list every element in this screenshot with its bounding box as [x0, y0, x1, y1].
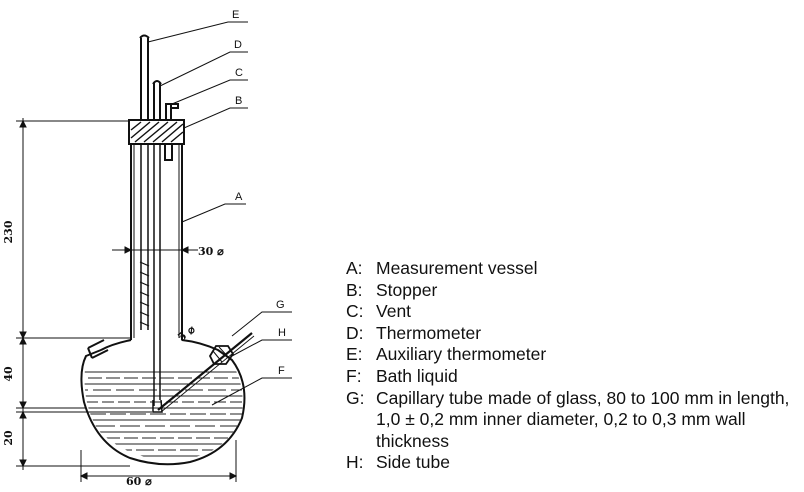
- legend-key: F:: [346, 365, 362, 386]
- legend-text: Thermometer: [376, 322, 482, 343]
- measurement-vessel: [80, 143, 246, 466]
- thermometer: [152, 80, 163, 413]
- callout-D: D: [234, 39, 242, 51]
- capillary-tube: [157, 332, 255, 413]
- callout-C: C: [235, 67, 243, 79]
- legend-key: B:: [346, 279, 363, 300]
- legend-text: Vent: [376, 301, 412, 322]
- legend-text: Measurement vessel: [376, 258, 538, 278]
- legend-text: Auxiliary thermometer: [376, 344, 547, 365]
- legend-item: E: Auxiliary thermometer: [346, 344, 798, 366]
- legend-item: H: Side tube: [346, 452, 798, 474]
- callout-E: E: [232, 9, 239, 21]
- legend-text: Side tube: [376, 452, 450, 473]
- legend-key: H:: [346, 452, 364, 473]
- legend-text: Stopper: [376, 279, 438, 300]
- callout-B: B: [235, 95, 242, 107]
- legend-key: D:: [346, 322, 364, 343]
- callout-F: F: [278, 365, 285, 377]
- dim-height-bulb: 40: [2, 366, 15, 382]
- dimension-lines: [16, 118, 238, 482]
- callout-H: H: [278, 327, 286, 339]
- legend-text: Capillary tube made of glass, 80 to 100 …: [376, 387, 790, 451]
- auxiliary-thermometer: [139, 34, 150, 330]
- side-spout: [87, 339, 109, 359]
- legend-key: C:: [346, 301, 364, 322]
- stopper: [128, 119, 185, 145]
- dim-width-bulb: 60 ⌀: [126, 475, 152, 488]
- legend-item: F: Bath liquid: [346, 366, 798, 388]
- dim-width-tube: 30 ⌀: [198, 245, 224, 258]
- vent: [164, 103, 179, 161]
- legend-item: B: Stopper: [346, 280, 798, 302]
- legend-text: Bath liquid: [376, 365, 458, 386]
- bath-liquid: [84, 371, 243, 457]
- callout-A: A: [235, 191, 243, 203]
- dim-height-liquid: 20: [2, 430, 15, 446]
- legend-item: G: Capillary tube made of glass, 80 to 10…: [346, 388, 798, 453]
- side-tube: [208, 345, 235, 365]
- legend-item: D: Thermometer: [346, 323, 798, 345]
- callout-leaders: [147, 21, 292, 406]
- legend-key: E:: [346, 344, 363, 365]
- legend-key: G:: [346, 387, 365, 408]
- dim-height-vessel: 230: [2, 220, 15, 243]
- legend-item: A: Measurement vessel: [346, 258, 798, 280]
- legend-key: A:: [346, 258, 363, 278]
- legend-item: C: Vent: [346, 301, 798, 323]
- callout-G: G: [276, 299, 285, 311]
